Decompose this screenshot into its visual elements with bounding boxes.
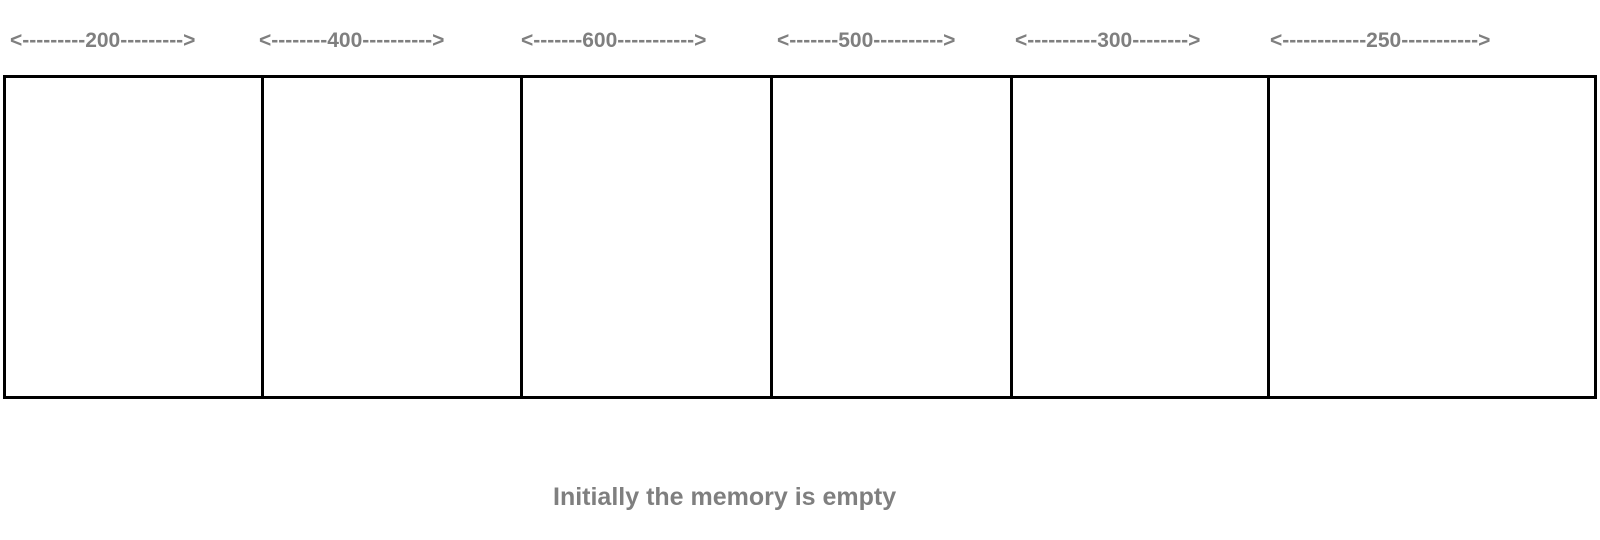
partition-divider bbox=[1010, 75, 1013, 399]
partition-size-label-400: <--------400----------> bbox=[259, 29, 445, 52]
partition-divider bbox=[1267, 75, 1270, 399]
partition-divider bbox=[770, 75, 773, 399]
diagram-caption: Initially the memory is empty bbox=[553, 483, 897, 511]
partition-divider bbox=[520, 75, 523, 399]
partition-size-label-600: <-------600-----------> bbox=[521, 29, 707, 52]
partition-divider bbox=[261, 75, 264, 399]
memory-block bbox=[3, 75, 1597, 399]
partition-size-label-500: <-------500----------> bbox=[777, 29, 956, 52]
partition-size-label-200: <---------200---------> bbox=[10, 29, 196, 52]
partition-size-label-300: <----------300--------> bbox=[1015, 29, 1201, 52]
partition-size-label-250: <------------250-----------> bbox=[1270, 29, 1491, 52]
